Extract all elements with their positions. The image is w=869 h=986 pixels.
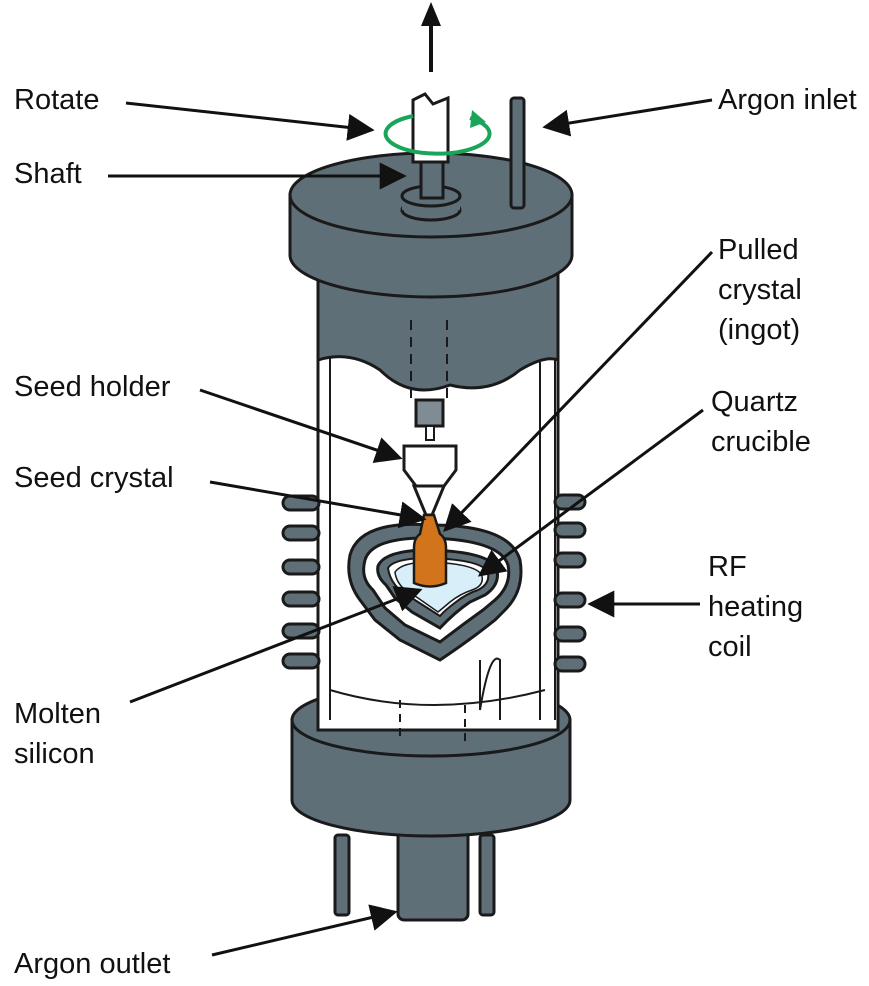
label-rf-line-3: coil — [708, 631, 752, 663]
pull-direction-arrow-icon — [421, 2, 441, 72]
seed-holder — [402, 444, 458, 488]
support-legs — [333, 833, 496, 917]
label-pulled-crystal-line-1: Pulled — [718, 234, 799, 266]
label-argon-outlet: Argon outlet — [14, 948, 171, 980]
label-rf-heating-coil: RF heating coil — [708, 547, 803, 667]
label-rf-line-2: heating — [708, 591, 804, 623]
label-pulled-crystal-line-3: (ingot) — [718, 314, 801, 346]
label-molten-silicon: Molten silicon — [14, 694, 101, 774]
pulled-crystal-ingot — [412, 513, 448, 588]
label-seed-holder: Seed holder — [14, 371, 171, 403]
label-molten-line-1: Molten — [14, 698, 102, 730]
label-pulled-crystal-line-2: crystal — [718, 274, 802, 306]
label-quartz-crucible: Quartz crucible — [711, 382, 811, 462]
label-shaft: Shaft — [14, 158, 82, 190]
seed-holder-rod — [414, 398, 445, 428]
shaft — [400, 92, 462, 222]
label-rotate: Rotate — [14, 84, 100, 116]
label-seed-crystal: Seed crystal — [14, 462, 174, 494]
label-pulled-crystal: Pulled crystal (ingot) — [718, 230, 802, 350]
top-lid — [288, 151, 574, 299]
leader-lines — [108, 98, 714, 957]
label-molten-line-2: silicon — [14, 738, 95, 770]
label-rf-line-1: RF — [708, 551, 747, 583]
rotation-arrow-icon — [383, 110, 492, 156]
argon-inlet-tube — [509, 96, 526, 210]
label-quartz-crucible-line-1: Quartz — [711, 386, 799, 418]
label-quartz-crucible-line-2: crucible — [711, 426, 811, 458]
label-argon-inlet: Argon inlet — [718, 84, 857, 116]
rf-heating-coil — [281, 493, 587, 673]
